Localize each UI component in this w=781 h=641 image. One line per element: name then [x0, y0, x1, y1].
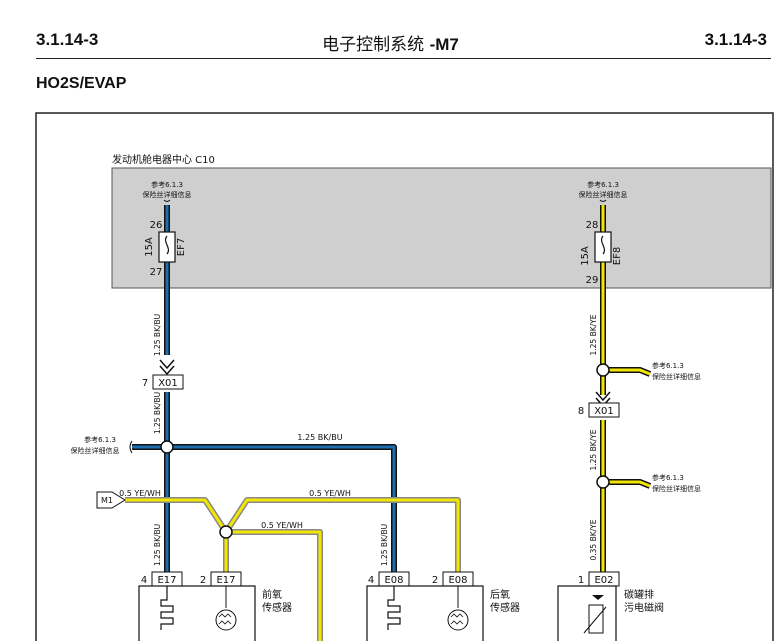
evap-solenoid: 碳罐排 污电磁阀	[557, 585, 664, 641]
page-title-cn: 电子控制系统	[322, 35, 430, 55]
fuse-left-ref2: 保险丝详细信息	[143, 190, 192, 199]
ref-callout-right-lower: 参考6.1.3 保险丝详细信息	[652, 473, 701, 493]
connector-e08-pin2: E08 2	[432, 571, 474, 587]
x01-right-box	[588, 402, 620, 418]
ye-wh-wires	[125, 497, 461, 641]
wire-label-right-2: 1.25 BK/YE	[589, 429, 598, 470]
e02-pin: 1	[578, 575, 584, 586]
ref-ru-1: 参考6.1.3	[652, 361, 684, 370]
ref-rl-2: 保险丝详细信息	[652, 484, 701, 493]
e17-b-pin: 2	[200, 575, 206, 586]
sensor-symbol	[447, 609, 469, 631]
page-title-code: -M7	[429, 35, 459, 54]
front-sensor-l1: 前氧	[262, 588, 282, 601]
fuse-left-rating: 15A	[144, 237, 155, 257]
m1-label: M1	[101, 496, 113, 505]
splice-ye-wh	[219, 525, 233, 539]
rear-sensor-l2: 传感器	[490, 601, 520, 614]
evap-l2: 污电磁阀	[624, 601, 664, 614]
wire-label-horizontal-blue: 1.25 BK/BU	[297, 433, 342, 442]
e08-a-pin: 4	[368, 575, 374, 586]
wire-label-left-5: 1.25 BK/BU	[380, 524, 389, 566]
header-divider	[36, 58, 771, 59]
connector-e02: E02 1	[578, 571, 620, 587]
ref-callout-left: 参考6.1.3 保险丝详细信息	[71, 435, 133, 455]
ref-callout-right-upper: 参考6.1.3 保险丝详细信息	[652, 361, 701, 381]
connector-e17-pin4: E17 4	[141, 571, 183, 587]
x01-right-pin: 8	[578, 406, 584, 417]
fuse-right-pin-bottom: 29	[586, 275, 599, 286]
e17-a-pin: 4	[141, 575, 147, 586]
wire-label-right-3: 0.35 BK/YE	[589, 519, 598, 560]
x01-left-label: X01	[158, 378, 178, 389]
left-blue-wires	[132, 205, 397, 575]
ref-rl-1: 参考6.1.3	[652, 473, 684, 482]
m1-tag: M1	[96, 491, 126, 509]
front-o2-sensor: 前氧 传感器	[138, 585, 292, 641]
fuse-left-name: EF7	[176, 238, 187, 256]
e08-b-label: E08	[448, 575, 467, 586]
e08-b-pin: 2	[432, 575, 438, 586]
fuse-left-pin-top: 26	[150, 220, 163, 231]
ref-left-1: 参考6.1.3	[84, 435, 116, 444]
connector-e17-pin2: E17 2	[200, 571, 242, 587]
fuse-right-rating: 15A	[580, 246, 591, 266]
fuse-right-ref1: 参考6.1.3	[587, 180, 619, 189]
rear-o2-sensor: 后氧 传感器	[366, 585, 520, 641]
wire-label-ye-3: 0.5 YE/WH	[261, 521, 303, 530]
wire-label-left-4: 1.25 BK/BU	[153, 524, 162, 566]
e08-a-label: E08	[384, 575, 403, 586]
fuse-left-ref1: 参考6.1.3	[151, 180, 183, 189]
page-code-left: 3.1.14-3	[36, 30, 99, 49]
fuse-right-name: EF8	[612, 247, 623, 265]
wire-label-left-1: 1.25 BK/BU	[153, 314, 162, 356]
e02-label: E02	[594, 575, 613, 586]
fuse-box	[111, 167, 772, 289]
e17-b-label: E17	[216, 575, 235, 586]
fuse-box-label: 发动机舱电器中心 C10	[112, 153, 215, 166]
x01-right-label: X01	[594, 406, 614, 417]
ref-ru-2: 保险丝详细信息	[652, 372, 701, 381]
evap-l1: 碳罐排	[624, 588, 654, 601]
ref-left-2: 保险丝详细信息	[71, 446, 120, 455]
fuse-right-pin-top: 28	[586, 220, 599, 231]
heater-symbol	[387, 586, 401, 630]
e17-a-label: E17	[157, 575, 176, 586]
connector-e08-pin4: E08 4	[368, 571, 410, 587]
wire-label-left-2: 1.25 BK/BU	[153, 392, 162, 434]
splice-left	[160, 440, 174, 454]
rear-sensor-l1: 后氧	[490, 588, 510, 601]
page-title: 电子控制系统 -M7	[0, 30, 781, 55]
splice-right-lower	[596, 475, 610, 489]
fuse-left-pin-bottom: 27	[150, 267, 163, 278]
page-code-right: 3.1.14-3	[704, 30, 767, 49]
sensor-symbol	[215, 609, 237, 631]
diagram-frame	[35, 112, 774, 641]
wire-label-ye-1: 0.5 YE/WH	[119, 489, 161, 498]
x01-left-box	[152, 374, 184, 390]
connector-x01-left: X01 7	[142, 359, 184, 390]
x01-left-pin: 7	[142, 378, 148, 389]
splice-right-upper	[596, 363, 610, 377]
connector-x01-right: X01 8	[578, 391, 620, 418]
wire-label-right-1: 1.25 BK/YE	[589, 314, 598, 355]
fuse-ef7: 参考6.1.3 保险丝详细信息 26 27 15A EF7	[143, 180, 192, 278]
section-title: HO2S/EVAP	[36, 75, 127, 92]
wire-label-ye-2: 0.5 YE/WH	[309, 489, 351, 498]
fuse-right-ref2: 保险丝详细信息	[579, 190, 628, 199]
fuse-ef8: 参考6.1.3 保险丝详细信息 28 29 15A EF8	[579, 180, 628, 286]
heater-symbol	[160, 586, 174, 630]
front-sensor-l2: 传感器	[262, 601, 292, 614]
